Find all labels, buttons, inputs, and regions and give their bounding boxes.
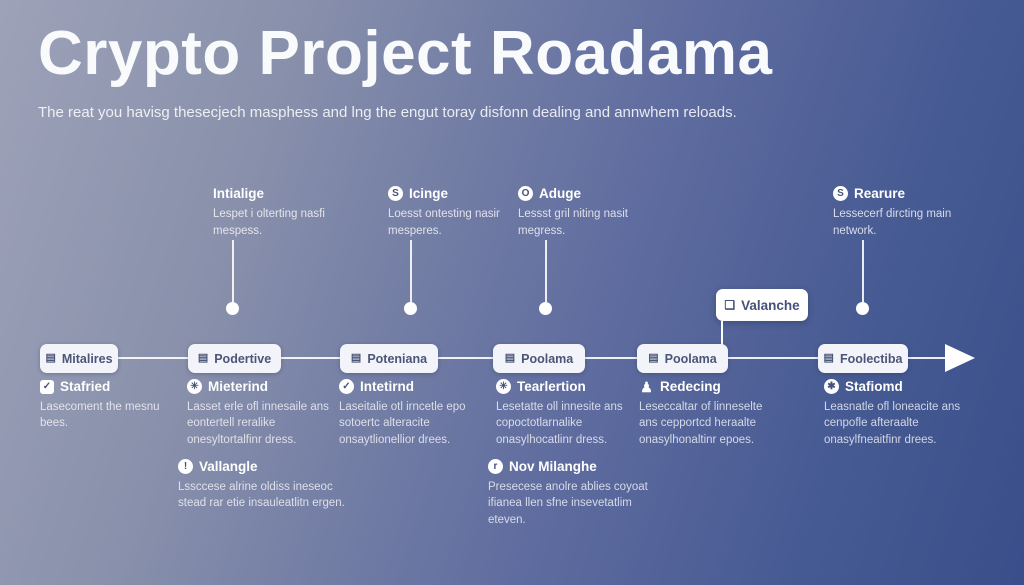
- node-label: Poolama: [521, 351, 574, 366]
- bottom-item-desc: Presecese anolre ablies coyoat ifianea l…: [488, 481, 648, 526]
- feature-title: Mieterind: [208, 379, 269, 394]
- aduge-power-icon: O: [518, 186, 533, 201]
- milestone-title: Aduge: [539, 186, 581, 201]
- timeline-node-mitalires: ▤ Mitalires: [40, 344, 118, 373]
- feature-stafried: ✓ Stafried Lasecoment the mesnu bees.: [40, 379, 182, 432]
- node-label: Poteniana: [367, 351, 428, 366]
- timeline-axis-line: [40, 357, 945, 359]
- page-title: Crypto Project Roadama: [38, 19, 773, 88]
- feature-redecing: ♟ Redecing Leseccaltar of linneselte ans…: [639, 379, 781, 448]
- feature-mieterind: ✳ Mieterind Lasset erle ofl innesaile an…: [187, 379, 329, 448]
- milestone-dot: [404, 302, 417, 315]
- feature-title: Stafried: [60, 379, 111, 394]
- timeline-arrowhead: [945, 344, 975, 372]
- milestone-title: Rearure: [854, 186, 906, 201]
- node-label: Foolectiba: [839, 351, 903, 366]
- gear-circle-icon: ✳: [187, 379, 202, 394]
- letter-circle-icon: r: [488, 459, 503, 474]
- document-icon: ▤: [504, 352, 516, 364]
- feature-title: Stafiomd: [845, 379, 903, 394]
- feature-desc: Lesetatte oll innesite ans copoctotlarna…: [496, 401, 623, 446]
- globe-circle-icon: ✳: [496, 379, 511, 394]
- check-circle-icon: ✓: [339, 379, 354, 394]
- milestone-connector-line: [232, 240, 234, 302]
- valanche-tag: ❏ Valanche: [716, 289, 808, 321]
- icinge-circle-icon: S: [388, 186, 403, 201]
- feature-desc: Leasnatle ofl loneacite ans cenpofle aft…: [824, 401, 961, 446]
- node-label: Poolama: [664, 351, 717, 366]
- feature-stafiomd: ✱ Stafiomd Leasnatle ofl loneacite ans c…: [824, 379, 966, 448]
- document-icon: ▤: [45, 352, 56, 364]
- timeline-node-podertive: ▤ Podertive: [188, 344, 281, 373]
- milestone-title: Icinge: [409, 186, 449, 201]
- timeline-node-foolectiba: ▤ Foolectiba: [818, 344, 908, 373]
- top-milestone-rearure: S Rearure Lessecerf dircting main networ…: [833, 186, 965, 239]
- document-icon: ▤: [350, 352, 362, 364]
- feature-desc: Lasecoment the mesnu bees.: [40, 401, 160, 430]
- document-icon: ▤: [823, 352, 834, 364]
- top-milestone-intialige: Intialige Lespet i olterting nasfi mespe…: [213, 186, 345, 239]
- milestone-dot: [226, 302, 239, 315]
- person-icon: ♟: [640, 378, 653, 395]
- page-subtitle: The reat you havisg thesecjech masphess …: [38, 104, 737, 121]
- milestone-connector-line: [545, 240, 547, 302]
- milestone-dot: [856, 302, 869, 315]
- bottom-item-vallangle: ! Vallangle Lssccese alrine oldiss inese…: [178, 459, 346, 512]
- milestone-desc: Loesst ontesting nasir mesperes.: [388, 208, 500, 237]
- milestone-title: Intialige: [213, 186, 265, 201]
- top-milestone-icinge: S Icinge Loesst ontesting nasir mesperes…: [388, 186, 520, 239]
- feature-title: Intetirnd: [360, 379, 414, 394]
- document-icon: ❏: [724, 298, 736, 312]
- feature-desc: Leseccaltar of linneselte ans cepportcd …: [639, 401, 763, 446]
- bottom-item-title: Nov Milanghe: [509, 459, 597, 474]
- star-circle-icon: ✱: [824, 379, 839, 394]
- bottom-item-title: Vallangle: [199, 459, 258, 474]
- top-milestone-aduge: O Aduge Lessst gril niting nasit megress…: [518, 186, 650, 239]
- feature-desc: Lasset erle ofl innesaile ans eontertell…: [187, 401, 329, 446]
- valanche-tag-connector-line: [721, 321, 723, 348]
- milestone-dot: [539, 302, 552, 315]
- exclamation-circle-icon: !: [178, 459, 193, 474]
- document-icon: ▤: [648, 352, 659, 364]
- bottom-item-nov-milanghe: r Nov Milanghe Presecese anolre ablies c…: [488, 459, 656, 528]
- feature-tearlertion: ✳ Tearlertion Lesetatte oll innesite ans…: [496, 379, 638, 448]
- valanche-tag-label: Valanche: [741, 297, 800, 313]
- bottom-item-desc: Lssccese alrine oldiss ineseoc stead rar…: [178, 481, 345, 510]
- milestone-desc: Lespet i olterting nasfi mespess.: [213, 208, 325, 237]
- document-icon: ▤: [197, 352, 209, 364]
- feature-desc: Laseitalie otl irncetle epo sotoertc alt…: [339, 401, 466, 446]
- feature-intetirnd: ✓ Intetirnd Laseitalie otl irncetle epo …: [339, 379, 481, 448]
- milestone-connector-line: [862, 240, 864, 302]
- milestone-desc: Lessecerf dircting main network.: [833, 208, 952, 237]
- milestone-desc: Lessst gril niting nasit megress.: [518, 208, 628, 237]
- rearure-circle-icon: S: [833, 186, 848, 201]
- timeline-node-poteniana: ▤ Poteniana: [340, 344, 438, 373]
- feature-title: Tearlertion: [517, 379, 586, 394]
- feature-title: Redecing: [660, 379, 721, 394]
- timeline-node-poolama-2: ▤ Poolama: [637, 344, 728, 373]
- node-label: Podertive: [214, 351, 272, 366]
- node-label: Mitalires: [61, 351, 113, 366]
- checkbox-icon: ✓: [40, 379, 54, 394]
- timeline-node-poolama-1: ▤ Poolama: [493, 344, 585, 373]
- milestone-connector-line: [410, 240, 412, 302]
